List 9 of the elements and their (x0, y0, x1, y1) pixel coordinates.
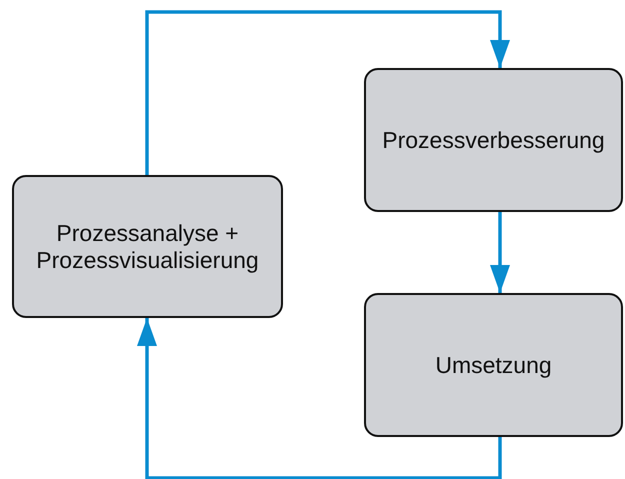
arrow (490, 212, 510, 293)
box-label: Umsetzung (435, 352, 552, 378)
process-box (364, 68, 623, 212)
box-label: Prozessanalyse + Prozessvisualisierung (35, 220, 260, 273)
arrow (137, 318, 502, 479)
box-label: Prozessverbesserung (382, 126, 605, 154)
process-box (364, 293, 623, 437)
arrow (145, 10, 510, 175)
process-box (12, 175, 283, 318)
